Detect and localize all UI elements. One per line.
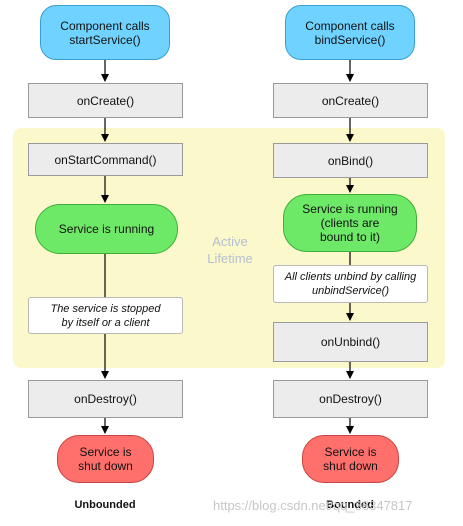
start-service-node: Component calls startService() — [40, 5, 170, 60]
oncreate-box-right: onCreate() — [273, 83, 428, 118]
bounded-caption: Bounded — [326, 499, 374, 511]
unbind-note: All clients unbind by calling unbindServ… — [273, 265, 428, 303]
watermark: https://blog.csdn.net/qq_36347817 — [213, 498, 413, 513]
shutdown-node-right: Service is shut down — [302, 435, 399, 483]
onbind-box: onBind() — [273, 143, 428, 178]
service-running-node-left: Service is running — [35, 204, 178, 254]
active-lifetime-label: Active Lifetime — [207, 234, 253, 266]
ondestroy-box-right: onDestroy() — [273, 380, 428, 418]
unbounded-caption: Unbounded — [74, 499, 136, 511]
ondestroy-box-left: onDestroy() — [28, 380, 183, 418]
service-running-node-right: Service is running (clients are bound to… — [283, 194, 417, 252]
stopped-note: The service is stopped by itself or a cl… — [28, 297, 183, 334]
onstartcommand-box: onStartCommand() — [28, 143, 183, 176]
bind-service-node: Component calls bindService() — [285, 5, 415, 60]
oncreate-box-left: onCreate() — [28, 83, 183, 118]
onunbind-box: onUnbind() — [273, 322, 428, 362]
shutdown-node-left: Service is shut down — [57, 435, 154, 483]
